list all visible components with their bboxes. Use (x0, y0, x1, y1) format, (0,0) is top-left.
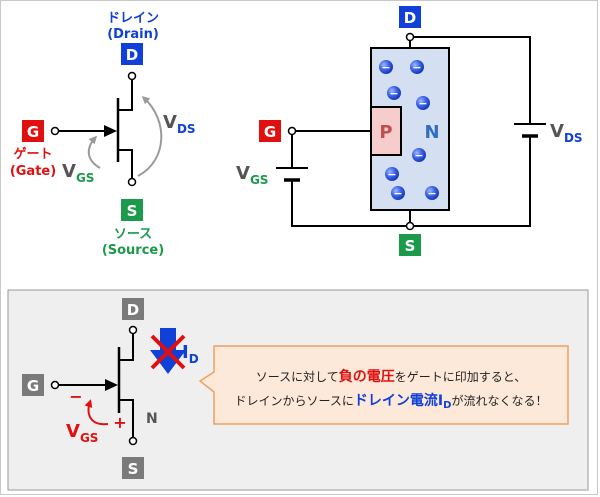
bottom-panel: D S G N − + VGS ID ソースに対して負の電圧をゲートに印加すると… (7, 289, 589, 491)
svg-text:−: − (387, 168, 396, 181)
electron: − (416, 96, 430, 110)
source-plus-sign: + (113, 413, 126, 432)
gate-terminal-2 (287, 126, 297, 136)
gate-minus-sign: − (69, 387, 82, 406)
vds-wire-top (413, 36, 531, 124)
vgs-label-2: VGS (236, 163, 268, 187)
svg-text:−: − (414, 149, 423, 162)
gate-terminal (50, 126, 60, 136)
source-label-en: (Source) (102, 243, 164, 258)
vgs-label: VGS (62, 161, 94, 185)
vds-label-2: VDS (550, 121, 583, 145)
drain-lead (118, 80, 133, 111)
source-terminal-3 (128, 436, 138, 446)
callout-line-2: ドレインからソースにドレイン電流IDが流れなくなる！ (235, 392, 548, 411)
p-region-label: P (379, 122, 392, 143)
drain-label-en: (Drain) (107, 27, 159, 42)
id-label: ID (182, 342, 199, 366)
electron: − (410, 60, 424, 74)
pin-s-letter: S (127, 202, 138, 220)
callout-bubble (198, 345, 569, 425)
vds-label: VDS (163, 112, 196, 136)
pin-g-box-2 (259, 120, 281, 142)
drain-terminal (127, 71, 137, 81)
svg-text:−: − (418, 97, 427, 110)
source-lead-3 (119, 399, 134, 437)
vgs-red-arrow-icon (84, 399, 109, 426)
electron: − (387, 86, 401, 100)
vds-curved-arrow-icon (137, 95, 163, 177)
electron: − (379, 60, 393, 74)
gate-terminal-3 (50, 380, 60, 390)
pin-s-box (121, 199, 143, 221)
vgs-wire-bottom (291, 180, 407, 227)
pin-d-box (121, 43, 143, 65)
pin-d-box-2 (399, 6, 421, 28)
pin-s-box-3 (122, 457, 144, 479)
electron: − (391, 186, 405, 200)
blocked-cross-icon (150, 334, 186, 370)
pin-g-box (22, 120, 44, 142)
electron: − (425, 186, 439, 200)
svg-text:−: − (389, 87, 398, 100)
source-terminal-2 (405, 221, 415, 231)
drain-lead-3 (119, 333, 134, 361)
electron-carriers: − − − − − − − − (379, 60, 439, 200)
pin-d-letter-3: D (127, 301, 139, 319)
n-region-label: N (424, 122, 439, 143)
drain-terminal-3 (128, 325, 138, 335)
pin-g-letter: G (27, 123, 39, 141)
svg-text:−: − (427, 187, 436, 200)
pin-g-box-3 (22, 374, 44, 396)
electron: − (412, 148, 426, 162)
pin-d-letter-2: D (404, 9, 416, 27)
gate-arrow-icon (104, 125, 117, 137)
gate-label-jp: ゲート (13, 146, 52, 162)
pin-g-letter-2: G (264, 123, 276, 141)
symbol-section: ドレイン (Drain) D G ゲート (Gate) S ソース (Sourc… (10, 11, 196, 258)
vds-wire-bottom (413, 136, 531, 227)
pin-g-letter-3: G (27, 377, 39, 395)
vgs-label-3: VGS (66, 421, 98, 445)
pin-s-letter-2: S (405, 237, 416, 255)
pin-s-box-2 (399, 234, 421, 256)
drain-label-jp: ドレイン (107, 11, 159, 26)
pin-s-letter-3: S (128, 460, 139, 478)
source-terminal (127, 177, 137, 187)
electron: − (385, 167, 399, 181)
structure-section: D P N − − − − − − − − S G VGS (236, 6, 583, 256)
n-type-label: N (146, 411, 158, 427)
svg-text:−: − (381, 61, 390, 74)
source-label-jp: ソース (114, 227, 152, 242)
vgs-curved-arrow-icon (87, 135, 101, 169)
pin-d-box-3 (122, 298, 144, 320)
source-lead (118, 149, 133, 178)
gate-arrow-icon-3 (105, 379, 118, 391)
drain-terminal-2 (405, 32, 415, 42)
p-gate-region (370, 106, 402, 156)
pin-d-letter: D (126, 46, 138, 64)
gate-label-en: (Gate) (10, 164, 56, 179)
svg-text:−: − (393, 187, 402, 200)
callout-line-1: ソースに対して負の電圧をゲートに印加すると、 (256, 368, 527, 385)
svg-text:−: − (412, 61, 421, 74)
